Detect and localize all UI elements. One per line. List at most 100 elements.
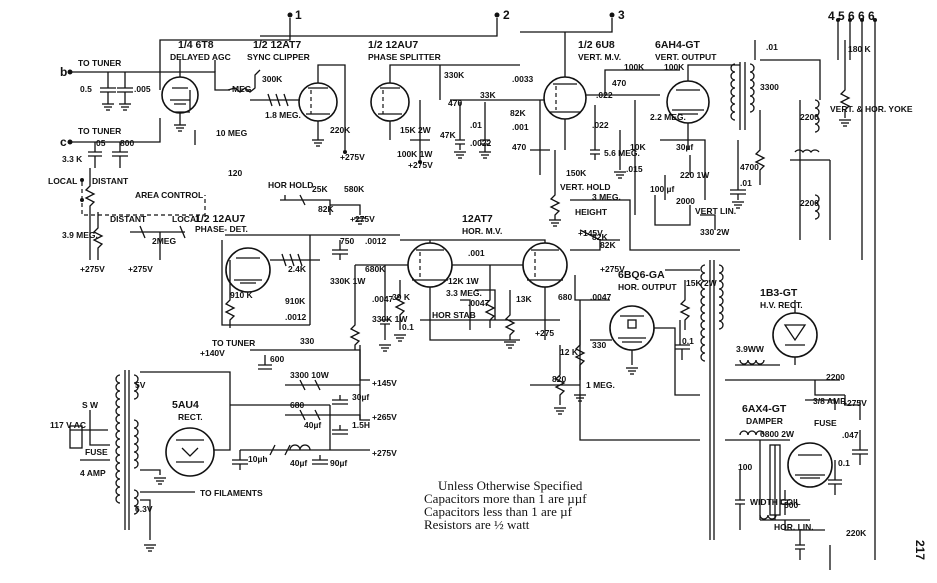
supply-voltage-label: +275: [535, 328, 554, 338]
component-value: .0012: [365, 236, 387, 246]
component-value: .015: [626, 164, 643, 174]
component-value: 40µf: [290, 458, 307, 468]
component-value: .01: [740, 178, 752, 188]
component-value: .001: [468, 248, 485, 258]
component-value: 910K: [285, 296, 306, 306]
note-title: Unless Otherwise Specified: [438, 478, 583, 493]
component-value: 0.1: [402, 322, 414, 332]
component-value: 90µf: [330, 458, 347, 468]
component-value: 30µf: [352, 392, 369, 402]
component-value: .005: [134, 84, 151, 94]
component-value: 680: [558, 292, 572, 302]
label-vert-hold: VERT. HOLD: [560, 182, 611, 192]
component-value: .0022: [470, 138, 492, 148]
component-value: 33K: [480, 90, 496, 100]
supply-labels: +275V+275V+275V+275V+275V+275V+145V+140V…: [80, 152, 867, 458]
component-value: 1.8 MEG.: [265, 110, 301, 120]
vout-role: VERT. OUTPUT: [655, 52, 717, 62]
component-value: 750: [340, 236, 354, 246]
component-value: 13K: [516, 294, 532, 304]
component-value: 910 K: [230, 290, 254, 300]
component-value: 5.6 MEG.: [604, 148, 640, 158]
component-value: 10 MEG: [216, 128, 248, 138]
vmv-type: 1/2 6U8: [578, 39, 615, 51]
component-value: 100K 1W: [397, 149, 433, 159]
terminal-3: 3: [618, 8, 625, 22]
component-value: 330K 1W: [372, 314, 408, 324]
tube-labels: 1/4 6T8 DELAYED AGC 1/2 12AT7 SYNC CLIPP…: [170, 39, 803, 426]
component-value: 600: [270, 354, 284, 364]
component-value: 100K: [664, 62, 685, 72]
label-5v: 5V: [135, 380, 146, 390]
tube-sync-clipper: [227, 64, 347, 154]
component-value: .022: [596, 90, 613, 100]
label-height: HEIGHT: [575, 207, 608, 217]
hout-role: HOR. OUTPUT: [618, 282, 677, 292]
label-63v: 6.3V: [135, 504, 153, 514]
component-value: 220 1W: [680, 170, 710, 180]
tube-hor-mv: [349, 229, 620, 352]
component-value: 100: [738, 462, 752, 472]
supply-voltage-label: +275V: [350, 214, 375, 224]
supply-voltage-label: +265V: [372, 412, 397, 422]
component-value: 470: [612, 78, 626, 88]
vout-type: 6AH4-GT: [655, 39, 701, 51]
damper-type: 6AX4-GT: [742, 403, 787, 415]
label-hor-hold: HOR HOLD: [268, 180, 313, 190]
split-type: 1/2 12AU7: [368, 39, 418, 51]
component-value: 05: [96, 138, 106, 148]
det-type: 1/2 12AU7: [195, 213, 245, 225]
component-value: .01: [766, 42, 778, 52]
supply-voltage-label: +145V: [578, 228, 603, 238]
det-role: PHASE- DET.: [195, 224, 248, 234]
terminal-b: b: [60, 65, 67, 79]
tube-vert-mv: [520, 32, 740, 251]
label-distant: DISTANT: [92, 176, 129, 186]
component-value: 0.1: [838, 458, 850, 468]
hv-role: H.V. RECT.: [760, 300, 803, 310]
component-value: 2MEG: [152, 236, 176, 246]
top-bus-wires: [159, 12, 877, 560]
tube-damper: [725, 430, 868, 570]
note-line3: Resistors are ½ watt: [424, 517, 530, 532]
hmv-role: HOR. M.V.: [462, 226, 502, 236]
component-value: 3.9WW: [736, 344, 765, 354]
damper-role: DAMPER: [746, 416, 783, 426]
terminal-labels: 1 2 3 4 5 6 6 6 b c: [60, 8, 875, 149]
rect-role: RECT.: [178, 412, 203, 422]
supply-voltage-label: +275V: [372, 448, 397, 458]
agc-role: DELAYED AGC: [170, 52, 231, 62]
note-line2: Capacitors less than 1 are µf: [424, 504, 573, 519]
component-value: 47K: [440, 130, 456, 140]
hmv-type: 12AT7: [462, 213, 493, 225]
component-value: 3300 10W: [290, 370, 330, 380]
component-value: .0047: [468, 298, 490, 308]
label-local: LOCAL: [48, 176, 77, 186]
component-value: 820: [552, 374, 566, 384]
control-labels: TO TUNER TO TUNER TO TUNER LOCAL DISTANT…: [48, 58, 913, 532]
component-value: 0.5: [80, 84, 92, 94]
component-value: 82K: [318, 204, 334, 214]
component-value: .0033: [512, 74, 534, 84]
component-value: .001: [512, 122, 529, 132]
component-value: 3300: [760, 82, 779, 92]
label-distant2: DISTANT: [110, 214, 147, 224]
component-value: 10µh: [248, 454, 268, 464]
component-value: 10K: [630, 142, 646, 152]
component-value: 680K: [365, 264, 386, 274]
notes: Unless Otherwise Specified Capacitors mo…: [424, 478, 587, 532]
label-width-coil: WIDTH COIL: [750, 497, 801, 507]
note-line1: Capacitors more than 1 are µµf: [424, 491, 587, 506]
agc-type: 1/4 6T8: [178, 39, 214, 51]
label-to-filaments: TO FILAMENTS: [200, 488, 263, 498]
component-value: .0047: [590, 292, 612, 302]
tube-agc-6t8: [161, 60, 199, 132]
component-value: 500: [784, 500, 798, 510]
component-value: 120: [228, 168, 242, 178]
component-value: 330: [300, 336, 314, 346]
component-value: 330K: [444, 70, 465, 80]
component-value: 2.2 MEG.: [650, 112, 686, 122]
tube-phase-detector: [221, 194, 400, 328]
tuner-input-c: [67, 118, 206, 260]
